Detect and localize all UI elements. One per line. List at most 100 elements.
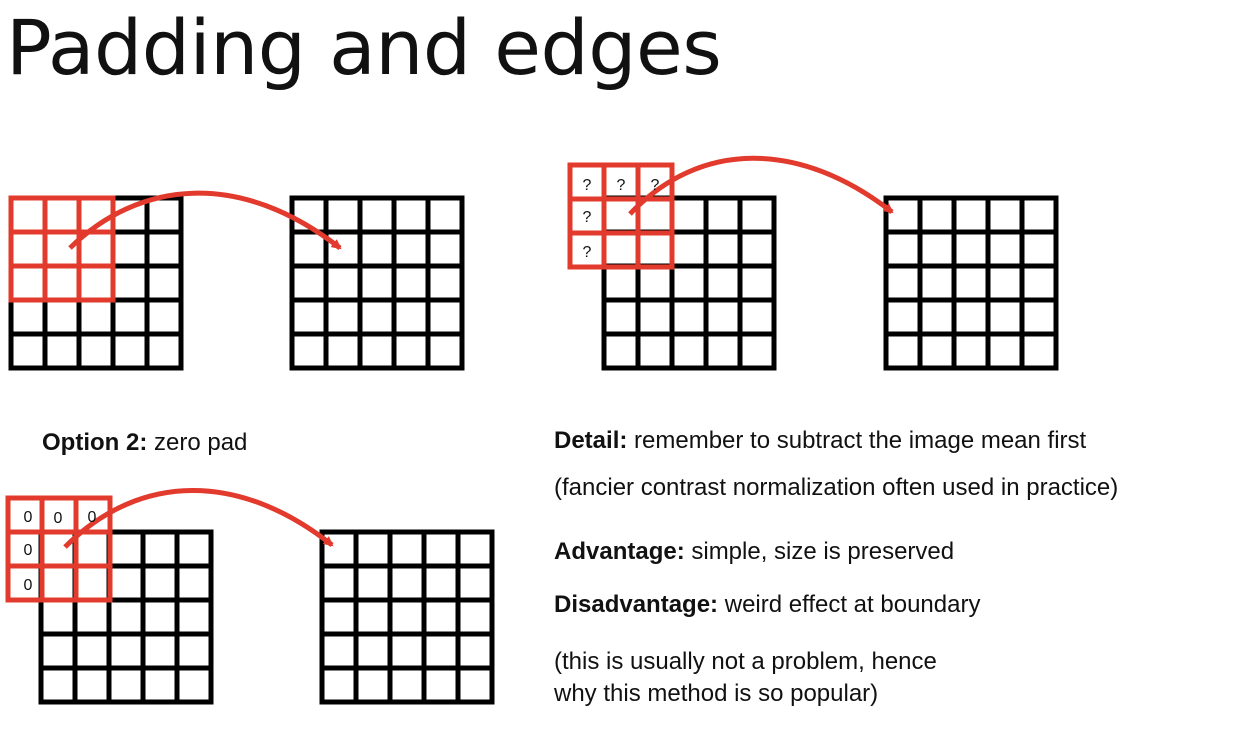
grid-cell: [455, 529, 495, 569]
kernel-cell: [601, 196, 641, 236]
grid-cell: [635, 263, 675, 303]
grid-cell: [391, 331, 431, 371]
grid-cell: [455, 665, 495, 705]
grid-cell: [8, 331, 48, 371]
grid-cell: [76, 331, 116, 371]
option-2-label: Option 2:: [42, 429, 148, 456]
grid-cell: [357, 195, 397, 235]
grid-cell: [985, 229, 1025, 269]
grid-cell: [1019, 229, 1059, 269]
grid-cell: [917, 331, 957, 371]
grid-cell: [985, 195, 1025, 235]
grid-cell: [76, 297, 116, 337]
cell-label-question: ?: [583, 209, 592, 226]
grid-cell: [144, 195, 184, 235]
cell-label-zero: 0: [24, 542, 33, 559]
grid-cell: [425, 331, 465, 371]
grid-cell: [917, 263, 957, 303]
grid-cell: [391, 229, 431, 269]
grid-cell: [38, 563, 78, 603]
grid-cell: [72, 563, 112, 603]
grid-cell: [42, 195, 82, 235]
grid-cell: [387, 665, 427, 705]
output-grid-1: [289, 195, 465, 371]
grid-cell: [323, 263, 363, 303]
grid-cell: [703, 195, 743, 235]
grid-cell: [455, 597, 495, 637]
grid-cell: [883, 263, 923, 303]
grid-cell: [601, 195, 641, 235]
grid-cell: [1019, 195, 1059, 235]
grid-cell: [387, 563, 427, 603]
grid-cell: [323, 229, 363, 269]
grid-cell: [951, 195, 991, 235]
grid-cell: [110, 331, 150, 371]
cell-label-question: ?: [583, 177, 592, 194]
grid-cell: [144, 297, 184, 337]
disadvantage-text: weird effect at boundary: [718, 591, 981, 618]
grid-cell: [387, 631, 427, 671]
output-grid-2: [883, 195, 1059, 371]
grid-cell: [883, 229, 923, 269]
grid-cell: [144, 229, 184, 269]
grid-cell: [737, 263, 777, 303]
grid-cell: [421, 597, 461, 637]
grid-cell: [140, 631, 180, 671]
kernel-cell: [39, 563, 79, 603]
grid-cell: [38, 631, 78, 671]
kernel-cell: [8, 263, 48, 303]
grid-cell: [174, 665, 214, 705]
grid-cell: [323, 297, 363, 337]
grid-cell: [319, 597, 359, 637]
grid-cell: [319, 631, 359, 671]
grid-cell: [140, 529, 180, 569]
grid-cell: [106, 597, 146, 637]
grid-cell: [106, 563, 146, 603]
kernel-cell: [39, 529, 79, 569]
grid-cell: [289, 297, 329, 337]
grid-cell: [357, 229, 397, 269]
grid-cell: [353, 597, 393, 637]
grid-cell: [140, 665, 180, 705]
detail-caption: Detail: remember to subtract the image m…: [554, 424, 1118, 504]
input-grid-2: [601, 195, 777, 371]
grid-cell: [421, 563, 461, 603]
grid-cell: [140, 597, 180, 637]
grid-cell: [917, 229, 957, 269]
grid-cell: [391, 297, 431, 337]
grid-cell: [42, 297, 82, 337]
grid-cell: [106, 665, 146, 705]
grid-cell: [635, 331, 675, 371]
grid-cell: [669, 229, 709, 269]
kernel-2: [567, 162, 675, 270]
grid-cell: [425, 297, 465, 337]
advantage-label: Advantage:: [554, 538, 685, 565]
kernel-cell: [73, 529, 113, 569]
grid-cell: [455, 563, 495, 603]
grid-cell: [42, 331, 82, 371]
grid-cell: [38, 597, 78, 637]
cell-label-zero: 0: [24, 509, 33, 526]
kernel-cell: [635, 230, 675, 270]
advantage-caption: Advantage: simple, size is preserved: [554, 537, 954, 567]
grid-cell: [737, 297, 777, 337]
grid-cell: [985, 263, 1025, 303]
grid-cell: [883, 331, 923, 371]
grid-cell: [951, 331, 991, 371]
grid-cell: [421, 631, 461, 671]
grid-cell: [883, 297, 923, 337]
grid-cell: [601, 297, 641, 337]
grid-cell: [353, 529, 393, 569]
grid-cell: [1019, 331, 1059, 371]
grid-cell: [110, 229, 150, 269]
grid-cell: [140, 563, 180, 603]
grid-cell: [1019, 297, 1059, 337]
grid-cell: [42, 263, 82, 303]
grid-cell: [951, 263, 991, 303]
disadvantage-caption: Disadvantage: weird effect at boundary: [554, 590, 980, 620]
grid-cell: [391, 263, 431, 303]
grid-cell: [425, 263, 465, 303]
grid-cell: [985, 297, 1025, 337]
grid-cell: [110, 263, 150, 303]
